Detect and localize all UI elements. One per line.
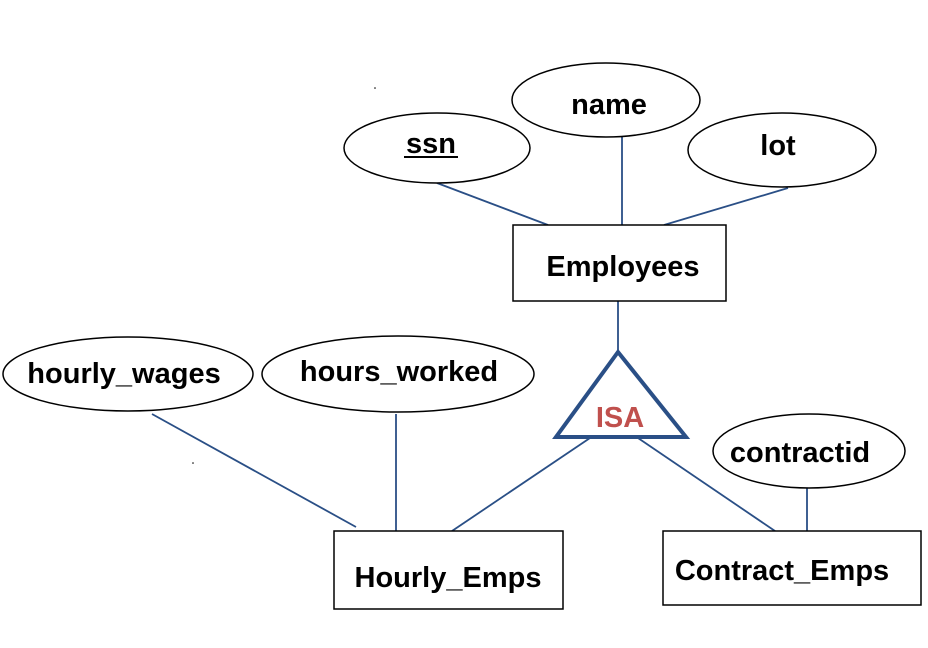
entity-employees-label: Employees [546,251,699,283]
attribute-hourly-wages-label: hourly_wages [27,358,220,390]
attribute-contractid: contractid [712,413,906,489]
connectors [151,137,808,532]
link-isa-hourly-emps [451,437,591,532]
isa-relationship: ISA [552,348,691,439]
attribute-hours-worked-shape [261,335,535,413]
attribute-contractid-shape [712,413,906,489]
stray-dot [374,87,376,89]
isa-triangle [552,348,691,439]
link-hourly-wages-hourly-emps [151,413,357,528]
isa-label: ISA [596,402,644,434]
entity-employees: Employees [512,224,727,302]
entity-contract-emps: Contract_Emps [662,530,922,606]
entity-contract-emps-box [662,530,922,606]
stray-dot [192,462,194,464]
attribute-hours-worked: hours_worked [261,335,535,413]
entity-hourly-emps-box [333,530,564,610]
link-lot-employees [663,187,789,226]
attribute-hours-worked-label: hours_worked [300,356,498,388]
link-ssn-employees [436,182,549,226]
attribute-lot: lot [687,112,877,188]
entity-contract-emps-label: Contract_Emps [675,555,889,587]
link-isa-contract-emps [637,437,776,532]
entity-hourly-emps: Hourly_Emps [333,530,564,610]
attribute-contractid-label: contractid [730,437,870,469]
attribute-name-label: name [571,89,647,121]
attribute-lot-label: lot [760,130,796,162]
entity-hourly-emps-label: Hourly_Emps [355,562,542,594]
attribute-ssn: ssn [343,112,531,184]
attribute-ssn-shape [343,112,531,184]
attribute-hourly-wages: hourly_wages [2,336,254,412]
attribute-name-shape [511,62,701,138]
attribute-hourly-wages-shape [2,336,254,412]
entity-employees-box [512,224,727,302]
attribute-ssn-label: ssn [406,128,456,160]
attribute-lot-shape [687,112,877,188]
attribute-name: name [511,62,701,138]
